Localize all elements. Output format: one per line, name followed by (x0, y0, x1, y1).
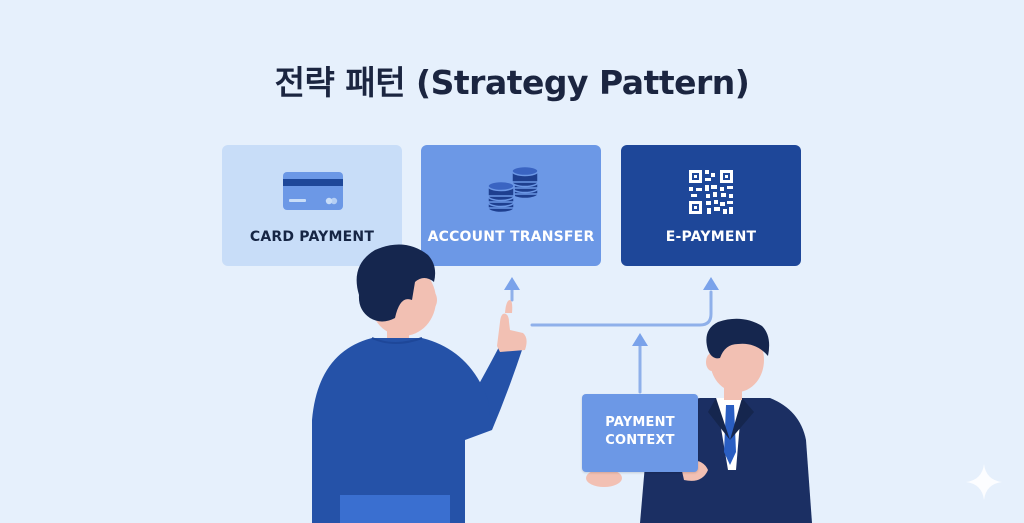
strategy-card-e-payment: E-PAYMENT (621, 145, 801, 266)
credit-card-icon (283, 172, 343, 210)
page-title: 전략 패턴 (Strategy Pattern) (274, 63, 750, 102)
context-to-strategies-line (530, 290, 713, 327)
payment-context-board: PAYMENT CONTEXT (582, 394, 698, 472)
arrowhead-context (632, 333, 648, 346)
card-label: ACCOUNT TRANSFER (427, 229, 595, 245)
card-label: CARD PAYMENT (249, 229, 375, 245)
context-label: PAYMENT CONTEXT (582, 414, 698, 450)
strategy-card-account-transfer: ACCOUNT TRANSFER (421, 145, 601, 266)
sparkle-icon (966, 464, 1002, 500)
coins-icon (487, 165, 539, 214)
context-label-line1: PAYMENT (605, 415, 675, 430)
strategy-card-payment: CARD PAYMENT (222, 145, 402, 266)
arrowhead-e-payment (703, 277, 719, 290)
card-label: E-PAYMENT (665, 229, 757, 245)
qr-code-icon (689, 170, 733, 214)
context-label-line2: CONTEXT (605, 433, 675, 448)
arrowhead-account-transfer (504, 277, 520, 290)
